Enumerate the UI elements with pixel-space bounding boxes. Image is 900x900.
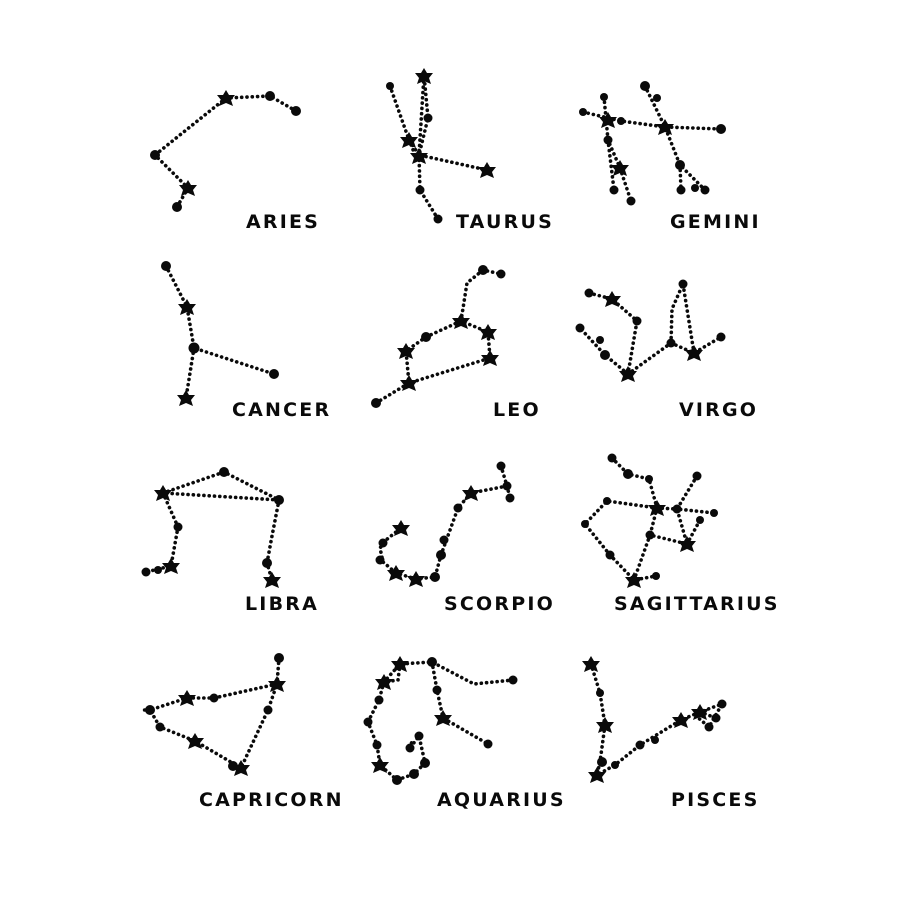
aries-constellation: ARIES	[150, 90, 320, 233]
libra-constellation: LIBRA	[141, 467, 319, 615]
constellation-label-aquarius: AQUARIUS	[437, 789, 566, 811]
taurus-constellation: TAURUS	[386, 68, 554, 233]
leo-constellation: LEO	[371, 265, 541, 421]
constellation-label-virgo: VIRGO	[679, 399, 758, 421]
constellation-label-taurus: TAURUS	[456, 211, 554, 233]
capricorn-constellation: CAPRICORN	[141, 653, 344, 811]
cancer-constellation: CANCER	[161, 261, 331, 421]
aquarius-constellation: AQUARIUS	[363, 656, 566, 811]
constellation-label-leo: LEO	[493, 399, 541, 421]
scorpio-constellation: SCORPIO	[375, 461, 555, 615]
constellation-label-pisces: PISCES	[671, 789, 760, 811]
constellation-label-libra: LIBRA	[245, 593, 319, 615]
virgo-constellation: VIRGO	[575, 279, 758, 421]
constellation-label-sagittarius: SAGITTARIUS	[614, 593, 780, 615]
sagittarius-constellation: SAGITTARIUS	[581, 453, 780, 615]
constellation-label-scorpio: SCORPIO	[444, 593, 555, 615]
constellation-label-aries: ARIES	[246, 211, 320, 233]
constellation-label-capricorn: CAPRICORN	[199, 789, 344, 811]
constellation-label-gemini: GEMINI	[670, 211, 761, 233]
gemini-constellation: GEMINI	[579, 81, 761, 233]
pisces-constellation: PISCES	[582, 656, 760, 811]
constellation-label-cancer: CANCER	[232, 399, 331, 421]
